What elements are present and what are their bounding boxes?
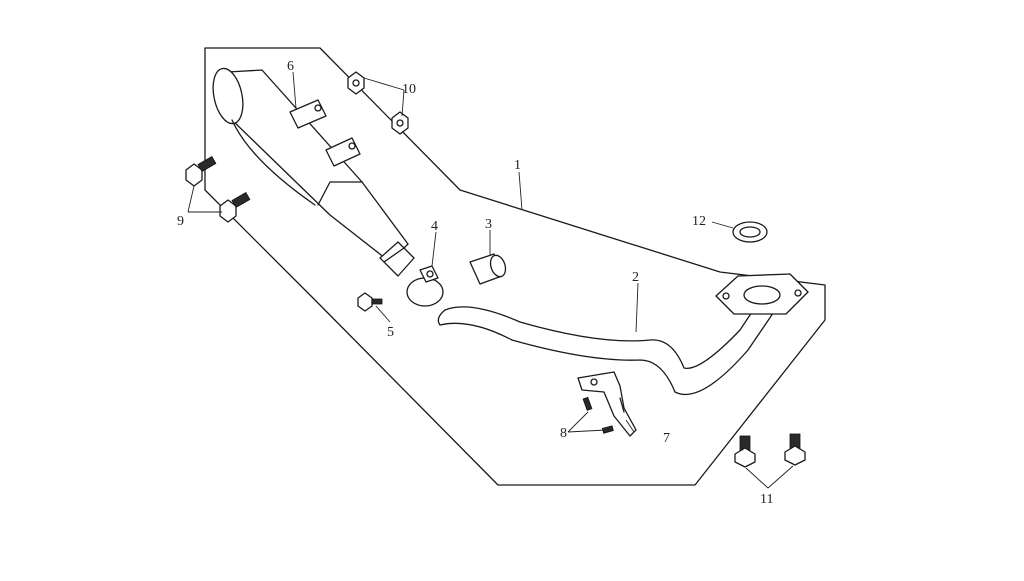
- callout-11: 11: [760, 492, 773, 507]
- callout-1: 1: [514, 158, 521, 173]
- screw: [582, 396, 614, 434]
- callout-4: 4: [431, 219, 438, 234]
- clamp: [406, 265, 444, 307]
- muffler-bracket: [289, 99, 361, 167]
- nut: [347, 71, 409, 135]
- gasket-sleeve: [469, 253, 507, 285]
- ring-gasket: [732, 221, 768, 243]
- callout-7: 7: [663, 431, 670, 446]
- callout-3: 3: [485, 217, 492, 232]
- callout-2: 2: [632, 270, 639, 285]
- callout-10: 10: [402, 82, 416, 97]
- muffler: [212, 67, 415, 277]
- leader-lines: [187, 71, 794, 489]
- bolt: [185, 155, 251, 223]
- callout-12: 12: [692, 214, 706, 229]
- callout-6: 6: [287, 59, 294, 74]
- callout-5: 5: [387, 325, 394, 340]
- callout-8: 8: [560, 426, 567, 441]
- callout-9: 9: [177, 214, 184, 229]
- assembly-outline: [204, 47, 826, 486]
- exhaust-pipe: [437, 273, 809, 396]
- small-bolt: [357, 292, 383, 312]
- flange-bolt: [734, 433, 806, 468]
- support-bracket: [577, 371, 637, 437]
